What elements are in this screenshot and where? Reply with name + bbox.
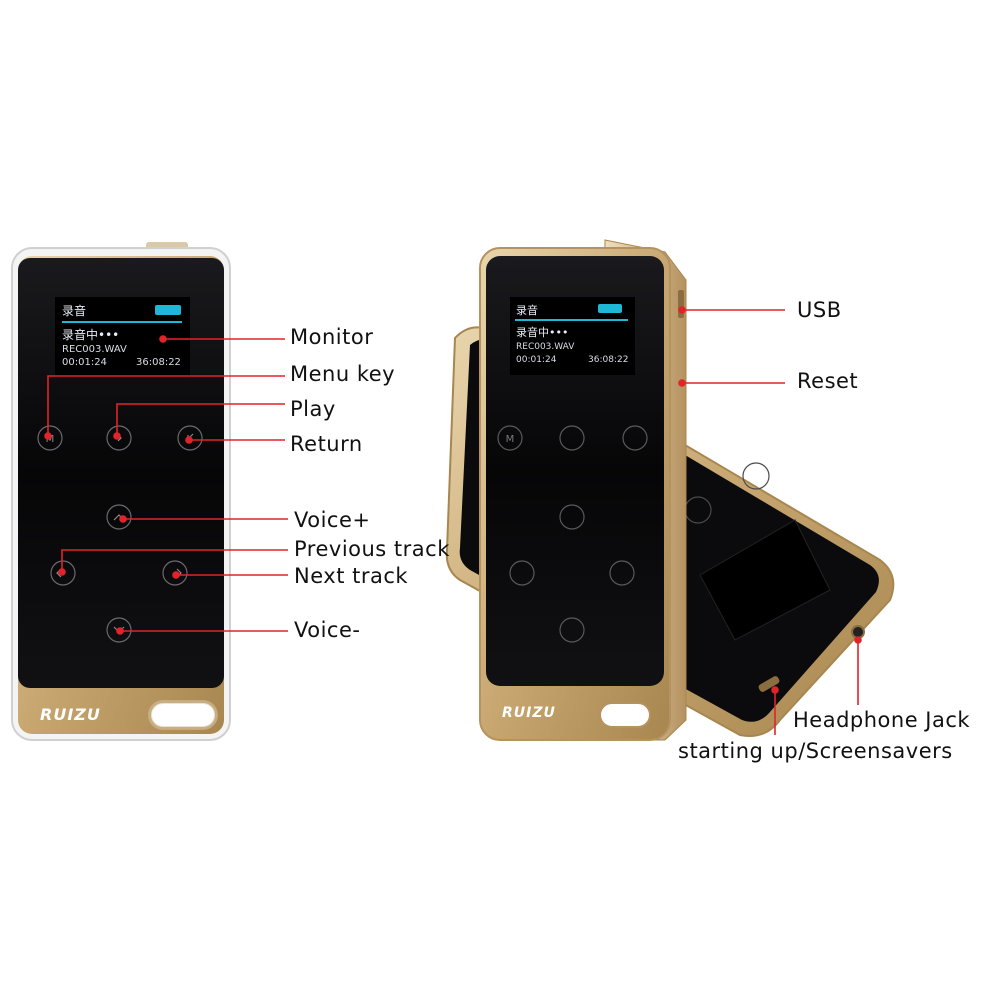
next-track-icon	[162, 560, 188, 586]
right-lanyard-slot	[599, 702, 651, 728]
menu-key-icon	[37, 425, 63, 451]
brand-logo-right: RUIZU	[502, 705, 556, 721]
screen-filename: REC003.WAV	[62, 344, 127, 355]
chevron-up-icon	[106, 504, 132, 530]
screen-divider	[62, 321, 182, 323]
svg-text:M: M	[506, 434, 515, 445]
back-device-button-icon	[742, 462, 770, 490]
right-screen-title: 录音	[516, 304, 538, 317]
lanyard-slot	[149, 701, 217, 729]
previous-track-icon	[50, 560, 76, 586]
return-arrow-icon	[177, 425, 203, 451]
play-circle-icon	[106, 425, 132, 451]
left-device: M	[11, 242, 231, 741]
label-voice-plus: Voice+	[294, 508, 371, 532]
brand-logo-left: RUIZU	[40, 705, 101, 724]
usb-port	[678, 290, 684, 318]
right-battery-icon	[598, 304, 622, 313]
screen-title: 录音	[62, 304, 87, 318]
callout-lines	[44, 306, 862, 735]
label-next-track: Next track	[294, 564, 409, 588]
label-reset: Reset	[797, 369, 859, 393]
front-right-device: M	[479, 239, 687, 741]
label-previous-track: Previous track	[294, 537, 450, 561]
right-screen-elapsed: 00:01:24	[516, 355, 557, 365]
right-screen-filename: REC003.WAV	[516, 342, 575, 352]
power-switch-icon	[758, 676, 780, 692]
label-play: Play	[290, 397, 336, 421]
label-monitor: Monitor	[290, 325, 374, 349]
chevron-down-icon	[106, 617, 132, 643]
label-headphone-jack: Headphone Jack	[793, 708, 971, 732]
battery-icon	[155, 305, 181, 315]
label-voice-minus: Voice-	[294, 618, 361, 642]
right-screen-total: 36:08:22	[588, 355, 629, 365]
screen-total: 36:08:22	[136, 357, 181, 368]
label-starting-up: starting up/Screensavers	[678, 739, 953, 763]
screen-status: 录音中•••	[62, 328, 120, 342]
label-return: Return	[290, 432, 363, 456]
label-usb: USB	[797, 298, 842, 322]
screen-elapsed: 00:01:24	[62, 357, 107, 368]
right-screen-status: 录音中•••	[516, 326, 569, 339]
label-menu-key: Menu key	[290, 362, 396, 386]
svg-text:M: M	[46, 434, 55, 445]
